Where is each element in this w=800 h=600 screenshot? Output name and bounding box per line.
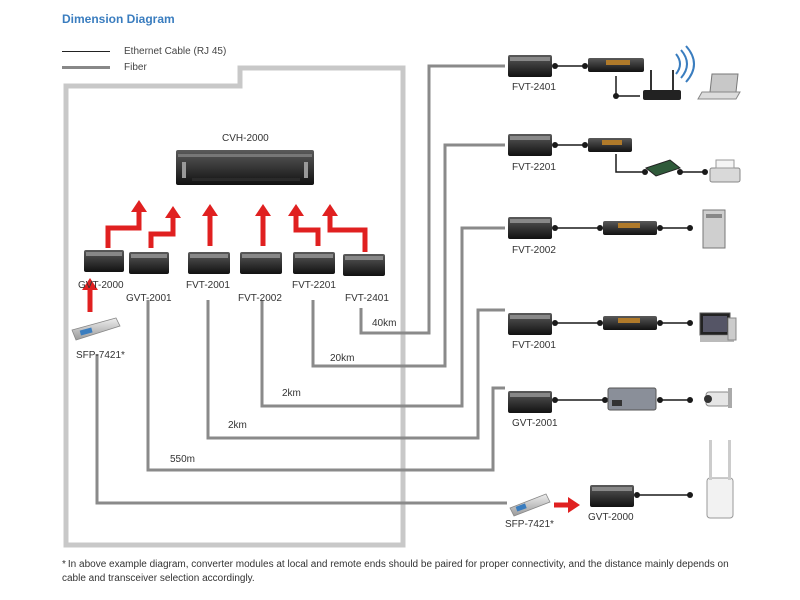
- footnote-text: In above example diagram, converter modu…: [62, 559, 729, 584]
- insertion-arrows: [87, 210, 570, 508]
- ip-camera-icon: [704, 388, 732, 408]
- remote-sfp-label: SFP-7421*: [505, 519, 554, 530]
- print-server-icon: [644, 159, 682, 177]
- legend-fiber-label: Fiber: [124, 62, 147, 73]
- distance-2km-fvt2001-label: 2km: [228, 420, 247, 431]
- remote-gvt2000-label: GVT-2000: [588, 512, 634, 523]
- local-fvt2201-label: FVT-2201: [292, 280, 336, 291]
- remote-fvt2201-icon: [508, 134, 552, 156]
- access-point-icon: [706, 440, 734, 519]
- module-fvt2001-local-icon: [188, 252, 230, 274]
- local-fvt2401-label: FVT-2401: [345, 293, 389, 304]
- module-gvt2001-local-icon: [129, 252, 169, 274]
- printer-icon: [709, 159, 741, 183]
- switch-icon: [588, 58, 644, 72]
- remote-fvt2001-icon: [508, 313, 552, 335]
- fiber-line-swatch: [62, 65, 110, 69]
- arrow-heads: [82, 200, 580, 513]
- legend-ethernet-label: Ethernet Cable (RJ 45): [124, 46, 227, 57]
- ethernet-links: [555, 65, 705, 496]
- server-tower-icon: [702, 209, 726, 249]
- remote-gvt2001-label: GVT-2001: [512, 418, 558, 429]
- legend-ethernet: Ethernet Cable (RJ 45): [62, 46, 226, 57]
- poe-switch-icon: [607, 387, 657, 411]
- sfp-transceiver-local-icon: [71, 317, 121, 341]
- footnote: *In above example diagram, converter mod…: [62, 558, 752, 586]
- remote-fvt2401-label: FVT-2401: [512, 82, 556, 93]
- local-sfp-label: SFP-7421*: [76, 350, 125, 361]
- distance-20km-label: 20km: [330, 353, 355, 364]
- switch-4-icon: [603, 316, 657, 330]
- chassis-label: CVH-2000: [222, 133, 269, 144]
- remote-fvt2002-label: FVT-2002: [512, 245, 556, 256]
- legend-fiber: Fiber: [62, 62, 147, 73]
- remote-fvt2201-label: FVT-2201: [512, 162, 556, 173]
- distance-550m-label: 550m: [170, 454, 196, 465]
- remote-sfp-transceiver-icon: [509, 493, 551, 517]
- local-site-frame: [63, 65, 406, 548]
- footnote-asterisk: *: [62, 559, 66, 570]
- local-gvt2000-label: GVT-2000: [78, 280, 124, 291]
- remote-gvt2001-icon: [508, 391, 552, 413]
- chassis-cvh2000-icon: [176, 150, 314, 185]
- module-fvt2401-local-icon: [343, 254, 385, 276]
- distance-2km-fvt2002-label: 2km: [282, 388, 301, 399]
- switch-2-icon: [588, 138, 632, 152]
- local-gvt2001-label: GVT-2001: [126, 293, 172, 304]
- module-gvt2000-local-icon: [84, 250, 124, 272]
- module-fvt2201-local-icon: [293, 252, 335, 274]
- remote-fvt2001-label: FVT-2001: [512, 340, 556, 351]
- fiber-links: [95, 64, 507, 505]
- local-fvt2001-label: FVT-2001: [186, 280, 230, 291]
- desktop-pc-icon: [699, 312, 737, 342]
- module-fvt2002-local-icon: [240, 252, 282, 274]
- remote-fvt2401-icon: [508, 55, 552, 77]
- local-fvt2002-label: FVT-2002: [238, 293, 282, 304]
- ethernet-endpoints: [552, 63, 708, 498]
- ethernet-line-swatch: [62, 50, 110, 52]
- remote-gvt2000-icon: [590, 485, 634, 507]
- diagram-title: Dimension Diagram: [62, 12, 175, 26]
- remote-fvt2002-icon: [508, 217, 552, 239]
- distance-40km-label: 40km: [372, 318, 397, 329]
- laptop-icon: [697, 73, 741, 100]
- wireless-router-icon: [643, 45, 695, 100]
- switch-3-icon: [603, 221, 657, 235]
